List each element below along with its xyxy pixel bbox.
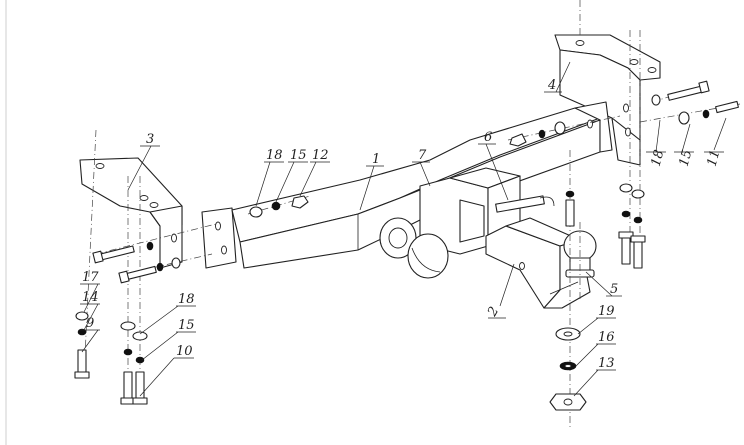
label-3: 3 <box>146 132 154 147</box>
label-9: 9 <box>86 316 94 331</box>
label-15-right: 15 <box>677 148 696 168</box>
label-17: 17 <box>82 270 99 285</box>
label-1: 1 <box>372 152 380 167</box>
label-11: 11 <box>705 148 724 168</box>
label-10: 10 <box>176 344 193 359</box>
label-18-left: 18 <box>178 292 195 307</box>
label-2: 2 <box>485 304 503 320</box>
fasteners <box>74 80 739 411</box>
label-15-left: 15 <box>178 318 195 333</box>
label-5: 5 <box>610 282 618 297</box>
label-7: 7 <box>418 148 427 163</box>
tow-ball <box>563 222 597 300</box>
label-15-top: 15 <box>290 148 307 163</box>
label-13: 13 <box>598 356 615 371</box>
leader-lines <box>80 61 727 397</box>
label-18-top: 18 <box>266 148 283 163</box>
label-19: 19 <box>598 304 615 319</box>
electrical-socket <box>379 217 449 279</box>
right-bracket <box>554 34 661 166</box>
left-bracket <box>79 157 183 269</box>
label-12: 12 <box>312 148 329 163</box>
label-14: 14 <box>82 290 99 305</box>
label-16: 16 <box>598 330 615 345</box>
label-18-right: 18 <box>649 148 668 168</box>
label-4: 4 <box>547 78 556 93</box>
lock-pin <box>495 195 555 213</box>
label-6: 6 <box>484 130 492 145</box>
hitch-receiver <box>419 167 521 255</box>
